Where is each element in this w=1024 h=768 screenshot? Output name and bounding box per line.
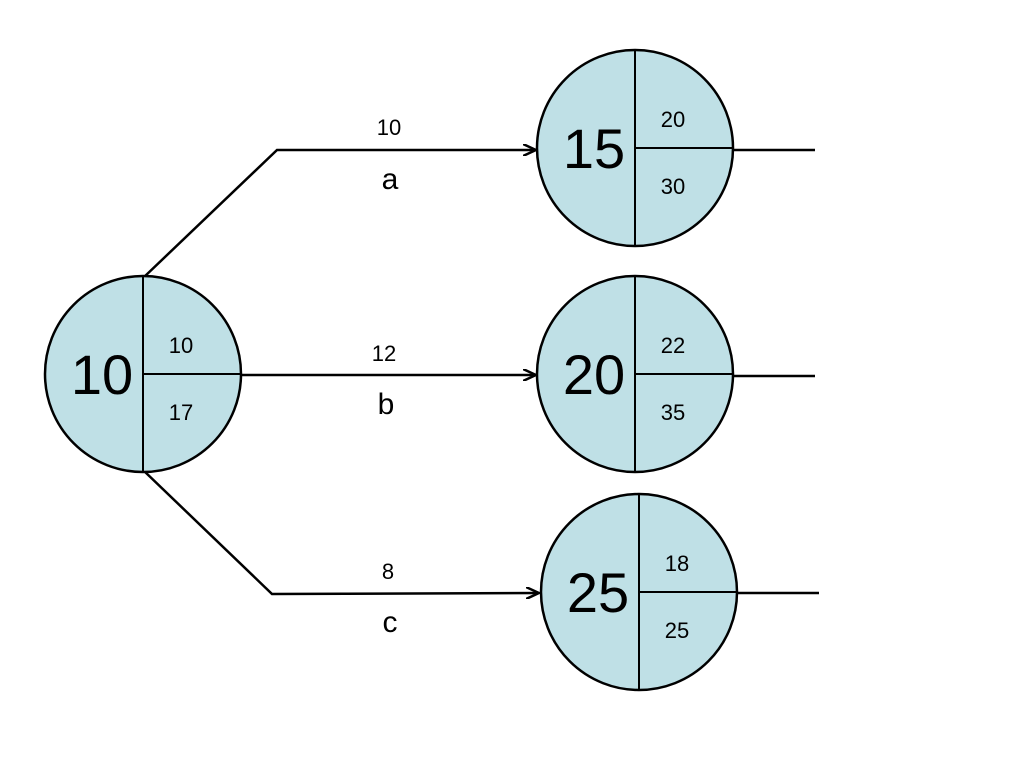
node-3-id: 25	[567, 561, 629, 624]
node-1-bottom: 30	[661, 174, 685, 199]
edge-c	[142, 469, 538, 594]
node-1-id: 15	[563, 117, 625, 180]
edge-c-duration: 8	[382, 559, 394, 584]
node-start-bottom: 17	[169, 400, 193, 425]
edge-a	[142, 150, 535, 279]
node-3-top: 18	[665, 551, 689, 576]
node-start-id: 10	[71, 343, 133, 406]
node-2: 20 22 35	[535, 274, 735, 474]
node-3-bottom: 25	[665, 618, 689, 643]
node-2-top: 22	[661, 333, 685, 358]
node-1-top: 20	[661, 107, 685, 132]
edge-b-duration: 12	[372, 341, 396, 366]
edge-a-activity: a	[382, 163, 399, 196]
edge-b-activity: b	[378, 388, 395, 421]
node-3: 25 18 25	[539, 492, 739, 692]
edge-a-duration: 10	[377, 115, 401, 140]
node-1: 15 20 30	[535, 48, 735, 248]
node-2-bottom: 35	[661, 400, 685, 425]
edge-c-activity: c	[383, 606, 398, 639]
node-2-id: 20	[563, 343, 625, 406]
node-start-top: 10	[169, 333, 193, 358]
node-start: 10 10 17	[43, 274, 243, 474]
